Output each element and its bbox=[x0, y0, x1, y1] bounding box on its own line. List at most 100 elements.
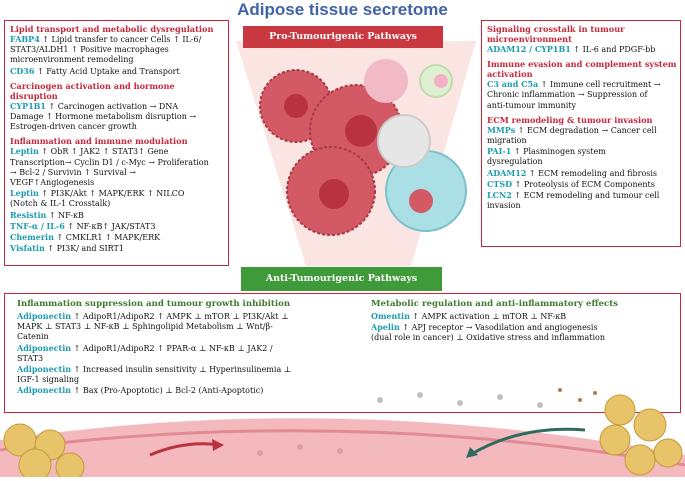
pathway-text: microenvironment remodeling bbox=[10, 55, 134, 65]
pathway-line: Adiponectin ↑ AdipoR1/AdipoR2 ↑ AMPK ⊥ m… bbox=[17, 311, 291, 322]
pathway-text: MAPK ⊥ STAT3 ⊥ NF-κB ⊥ Sphingolipid Meta… bbox=[17, 322, 273, 332]
gene-name: CYP1B1 bbox=[10, 100, 46, 111]
adipose-tissue-illustration bbox=[0, 385, 685, 481]
pathway-line: anti-tumour immunity bbox=[487, 101, 676, 111]
pathway-line: CTSD ↑ Proteolysis of ECM Components bbox=[487, 179, 676, 190]
pathway-line: (Notch & IL-1 Crosstalk) bbox=[10, 199, 213, 209]
tumour-cells-svg bbox=[236, 41, 476, 266]
pathway-text: ↑ AdipoR1/AdipoR2 ↑ AMPK ⊥ mTOR ⊥ PI3K/A… bbox=[71, 312, 289, 321]
pathway-text: ↑ Immune cell recruitment → bbox=[538, 80, 661, 90]
pathway-text: ↑ Increased insulin sensitivity ⊥ Hyperi… bbox=[71, 365, 292, 375]
pathway-line: MMPs ↑ ECM degradation → Cancer cell bbox=[487, 125, 676, 136]
cell-nucleus bbox=[409, 189, 433, 213]
pro-tumourigenic-banner: Pro-Tumourigenic Pathways bbox=[243, 26, 443, 48]
gene-name: Adiponectin bbox=[17, 311, 72, 321]
section-title: disruption bbox=[10, 90, 58, 101]
cell-nucleus bbox=[434, 74, 448, 88]
pathway-text: (dual role in cancer) ⊥ Oxidative stress… bbox=[371, 333, 605, 343]
pathway-line: Omentin ↑ AMPK activation ⊥ mTOR ⊥ NF-κB bbox=[371, 311, 605, 322]
pathway-line: MAPK ⊥ STAT3 ⊥ NF-κB ⊥ Sphingolipid Meta… bbox=[17, 322, 291, 332]
adipocyte bbox=[604, 394, 636, 426]
pathway-text: ↑ ECM degradation → Cancer cell bbox=[515, 125, 657, 135]
left-panel-content: Lipid transport and metabolic dysregulat… bbox=[10, 24, 213, 254]
gene-name: Adiponectin bbox=[17, 385, 72, 396]
gene-name: Visfatin bbox=[10, 243, 45, 254]
pathway-text: IGF-1 signaling bbox=[17, 375, 80, 385]
pathway-line: Transcription→ Cyclin D1 / c-Myc → Proli… bbox=[10, 158, 213, 168]
section-title: ECM remodeling & tumour invasion bbox=[487, 114, 653, 125]
adipocyte bbox=[599, 424, 631, 456]
pathway-text: ↑ AdipoR1/AdipoR2 ↑ PPAR-α ⊥ NF-κB ⊥ JAK… bbox=[71, 343, 273, 353]
gene-name: Apelin bbox=[371, 322, 400, 333]
tumour-illustration bbox=[236, 36, 476, 268]
bottom-left-title: Inflammation suppression and tumour grow… bbox=[17, 299, 291, 309]
section-title: microenvironment bbox=[487, 34, 572, 44]
pathway-text: ↑ NF-κB bbox=[46, 210, 84, 220]
blood-vessel bbox=[0, 418, 685, 477]
pathway-text: (Notch & IL-1 Crosstalk) bbox=[10, 199, 111, 209]
pathway-text: ↑ Proteolysis of ECM Components bbox=[512, 179, 655, 189]
pathway-text: ↑ ECM remodeling and tumour cell bbox=[511, 191, 660, 201]
pathway-text: ↑ AMPK activation ⊥ mTOR ⊥ NF-κB bbox=[409, 312, 567, 321]
pathway-text: invasion bbox=[487, 201, 521, 211]
pathway-text: STAT3 bbox=[17, 353, 44, 363]
pathway-text: STAT3/ALDH1 ↑ Positive macrophages bbox=[10, 45, 169, 55]
gene-name: CD36 bbox=[10, 65, 35, 76]
bottom-right-lines: Omentin ↑ AMPK activation ⊥ mTOR ⊥ NF-κB… bbox=[371, 311, 605, 344]
secretion-arrow bbox=[469, 427, 586, 457]
gene-name: CTSD bbox=[487, 178, 513, 189]
pathway-line: FABP4 ↑ Lipid transfer to cancer Cells ↑… bbox=[10, 34, 213, 45]
pathway-text: ↑ Carcinogen activation → DNA bbox=[46, 101, 179, 111]
bottom-left-lines: Adiponectin ↑ AdipoR1/AdipoR2 ↑ AMPK ⊥ m… bbox=[17, 311, 291, 397]
pathway-line: migration bbox=[487, 136, 676, 146]
pathway-line: ADAM12 ↑ ECM remodeling and fibrosis bbox=[487, 168, 676, 179]
pathway-line: CD36 ↑ Fatty Acid Uptake and Transport bbox=[10, 66, 213, 77]
pathway-line: invasion bbox=[487, 201, 676, 211]
gene-name: Resistin bbox=[10, 209, 47, 220]
bottom-anti-panel: Inflammation suppression and tumour grow… bbox=[4, 293, 681, 413]
pathway-line: Estrogen-driven cancer growth bbox=[10, 122, 213, 132]
pink-cell bbox=[364, 59, 408, 103]
adipocyte bbox=[624, 444, 656, 476]
pathway-text: ↑ Plasminogen system bbox=[511, 147, 606, 157]
adipocyte bbox=[653, 438, 683, 468]
gene-name: TNF-α / IL-6 bbox=[10, 220, 65, 231]
pathway-text: ↑ Bax (Pro-Apoptotic) ⊥ Bcl-2 (Anti-Apop… bbox=[71, 386, 264, 396]
pathway-line: Resistin ↑ NF-κB bbox=[10, 210, 213, 221]
pathway-text: ↑ NF-κB↑ JAK/STAT3 bbox=[64, 221, 156, 231]
figure-title: Adipose tissue secretome bbox=[237, 0, 448, 19]
left-panel-sections: Lipid transport and metabolic dysregulat… bbox=[10, 24, 213, 254]
pathway-line: Adiponectin ↑ AdipoR1/AdipoR2 ↑ PPAR-α ⊥… bbox=[17, 343, 291, 354]
section-title: activation bbox=[487, 69, 533, 80]
pathway-line: STAT3/ALDH1 ↑ Positive macrophages bbox=[10, 45, 213, 55]
pathway-text: ↑ ObR ↑ JAK2 ↑ STAT3↑ Gene bbox=[38, 147, 169, 157]
pathway-line: LCN2 ↑ ECM remodeling and tumour cell bbox=[487, 190, 676, 201]
pathway-line: Catenin bbox=[17, 332, 291, 342]
gene-name: Leptin bbox=[10, 146, 39, 157]
gene-name: Chemerin bbox=[10, 232, 54, 243]
pathway-line: VEGF↑Angiogenesis bbox=[10, 178, 213, 188]
arrow-head bbox=[212, 439, 224, 451]
pathway-line: Adiponectin ↑ Increased insulin sensitiv… bbox=[17, 364, 291, 375]
section-title: Lipid transport and metabolic dysregulat… bbox=[10, 24, 214, 34]
gene-name: PAI-1 bbox=[487, 146, 512, 157]
vessel-wall bbox=[0, 429, 685, 467]
pathway-line: → Bcl-2 / Survivin ↑ Survival → bbox=[10, 168, 213, 178]
pathway-line: PAI-1 ↑ Plasminogen system bbox=[487, 146, 676, 157]
pathway-line: CYP1B1 ↑ Carcinogen activation → DNA bbox=[10, 101, 213, 112]
pathway-line: Apelin ↑ APJ receptor → Vasodilation and… bbox=[371, 322, 605, 333]
pathway-text: ↑ PI3K/Akt ↑ MAPK/ERK ↑ NILCO bbox=[38, 189, 185, 199]
section-title: Signaling crosstalk in tumour bbox=[487, 24, 625, 34]
pathway-line: Leptin ↑ ObR ↑ JAK2 ↑ STAT3↑ Gene bbox=[10, 146, 213, 157]
pathway-text: Chronic inflammation → Suppression of bbox=[487, 90, 648, 100]
pathway-text: Catenin bbox=[17, 332, 49, 342]
pathway-line: IGF-1 signaling bbox=[17, 375, 291, 385]
gene-name: ADAM12 bbox=[487, 167, 527, 178]
gene-name: Adiponectin bbox=[17, 364, 72, 375]
pathway-line: Chemerin ↑ CMKLR1 ↑ MAPK/ERK bbox=[10, 232, 213, 243]
tumour-nucleus bbox=[319, 179, 349, 209]
pathway-text: Damage ↑ Hormone metabolism disruption → bbox=[10, 112, 197, 122]
pathway-text: VEGF↑Angiogenesis bbox=[10, 178, 95, 188]
